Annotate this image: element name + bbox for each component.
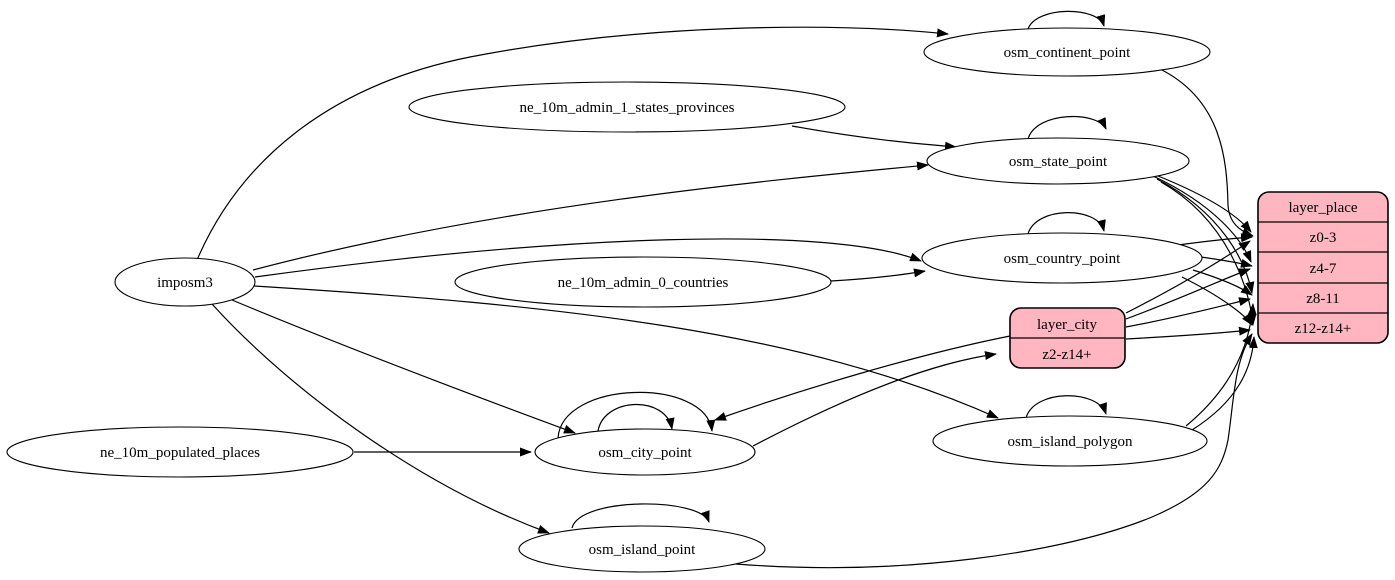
edge-imposm3-osm_island_point (211, 303, 550, 534)
layer_city-row-z2-z14: z2-z14+ (1042, 347, 1091, 363)
node-osm_continent_point-shape (923, 27, 1211, 77)
node-imposm3-shape (114, 257, 256, 307)
node-osm_island_point-shape (518, 525, 766, 573)
node-osm_country_point-shape (921, 232, 1203, 284)
node-osm_state_point: osm_state_point (926, 137, 1190, 185)
edge-osm_island_polygon-layer_place-z12-z14 (1191, 336, 1258, 431)
edge-layer_city-layer_place-z4-7 (1125, 268, 1251, 320)
record-layer_place-title: layer_place (1288, 200, 1357, 216)
edge-imposm3-osm_state_point (252, 161, 929, 271)
edge-layer_city-layer_place-z12-z14 (1125, 326, 1251, 340)
node-osm_island_polygon-label: osm_island_polygon (1007, 434, 1133, 450)
edge-imposm3-osm_city_point (231, 299, 576, 434)
record-layer_place: layer_place z0-3 z4-7 z8-11 z12-z14+ (1257, 191, 1389, 344)
node-osm_city_point: osm_city_point (534, 428, 756, 476)
node-osm_country_point: osm_country_point (921, 232, 1203, 284)
node-ne_10m_admin_1_states_provinces-label: ne_10m_admin_1_states_provinces (520, 100, 735, 116)
node-osm_state_point-shape (926, 137, 1190, 185)
record-layer_city: layer_city z2-z14+ (1009, 307, 1126, 369)
node-osm_island_point: osm_island_point (518, 525, 766, 573)
edge-osm_city_point-layer_city-z2-z14 (752, 351, 997, 447)
edges (196, 10, 1258, 569)
node-ne_10m_admin_0_countries: ne_10m_admin_0_countries (454, 256, 832, 308)
node-ne_10m_admin_1_states_provinces-shape (408, 81, 846, 133)
edge-ne_10m_admin_0_countries-osm_country_point (830, 268, 926, 282)
layer_place-row-z0-3: z0-3 (1310, 230, 1337, 246)
selfloop-osm_island_polygon (1025, 395, 1107, 419)
edge-layer_city-layer_place-z0-3 (1125, 240, 1251, 314)
node-osm_city_point-label: osm_city_point (598, 445, 692, 461)
node-osm_country_point-label: osm_country_point (1004, 251, 1121, 267)
selfloop-osm_state_point (1027, 115, 1107, 140)
edge-osm_country_point-layer_place-z12-z14 (1181, 276, 1253, 326)
edge-osm_country_point-layer_place-z4-7 (1200, 256, 1253, 268)
node-ne_10m_admin_0_countries-shape (454, 256, 832, 308)
edge-osm_state_point-layer_place-z0-3 (1147, 171, 1252, 233)
edge-osm_island_point-layer_place-z12-z14 (735, 333, 1253, 569)
record-layer_place-box (1257, 191, 1389, 344)
node-osm_island_polygon-shape (932, 415, 1208, 467)
layer_place-row-z4-7: z4-7 (1310, 261, 1337, 277)
node-imposm3-label: imposm3 (157, 275, 213, 291)
node-ne_10m_populated_places-shape (6, 426, 354, 478)
selfloop-osm_country_point (1027, 212, 1106, 235)
edge-layer_city-layer_place-z8-11 (1125, 297, 1251, 328)
node-ne_10m_admin_1_states_provinces: ne_10m_admin_1_states_provinces (408, 81, 846, 133)
selfloop-osm_city_point-inner (597, 403, 675, 432)
node-ne_10m_populated_places: ne_10m_populated_places (6, 426, 354, 478)
node-imposm3: imposm3 (114, 257, 256, 307)
edge-osm_continent_point-layer_place-z0-3 (1159, 68, 1254, 237)
node-osm_continent_point: osm_continent_point (923, 27, 1211, 77)
node-osm_city_point-shape (534, 428, 756, 476)
node-ne_10m_admin_0_countries-label: ne_10m_admin_0_countries (558, 275, 729, 291)
edge-osm_state_point-layer_place-z4-7 (1152, 175, 1252, 263)
edge-osm_island_polygon-layer_place-z8-11 (1185, 303, 1257, 427)
node-osm_continent_point-label: osm_continent_point (1004, 45, 1131, 61)
edge-ne_10m_admin_1_states_provinces-osm_state_point (791, 125, 957, 151)
record-layer_city-title: layer_city (1037, 317, 1097, 333)
edge-imposm3-osm_island_polygon (253, 285, 999, 419)
edge-osm_country_point-layer_place-z0-3 (1177, 233, 1253, 246)
layer_place-row-z8-11: z8-11 (1306, 291, 1340, 307)
edge-imposm3-osm_country_point (254, 238, 922, 278)
edge-osm_state_point-layer_place-z8-11 (1156, 178, 1255, 294)
edge-imposm3-osm_continent_point (196, 26, 949, 261)
layer_place-row-z12-z14: z12-z14+ (1295, 321, 1352, 337)
node-ne_10m_populated_places-label: ne_10m_populated_places (100, 445, 260, 461)
selfloop-osm_continent_point (1027, 10, 1106, 30)
node-osm_state_point-label: osm_state_point (1009, 154, 1108, 170)
edge-layer_city-osm_city_point (714, 335, 1011, 421)
node-osm_island_point-label: osm_island_point (589, 542, 697, 558)
selfloop-osm_city_point-outer (557, 391, 716, 439)
selfloop-osm_island_point (571, 503, 710, 529)
node-osm_island_polygon: osm_island_polygon (932, 415, 1208, 467)
